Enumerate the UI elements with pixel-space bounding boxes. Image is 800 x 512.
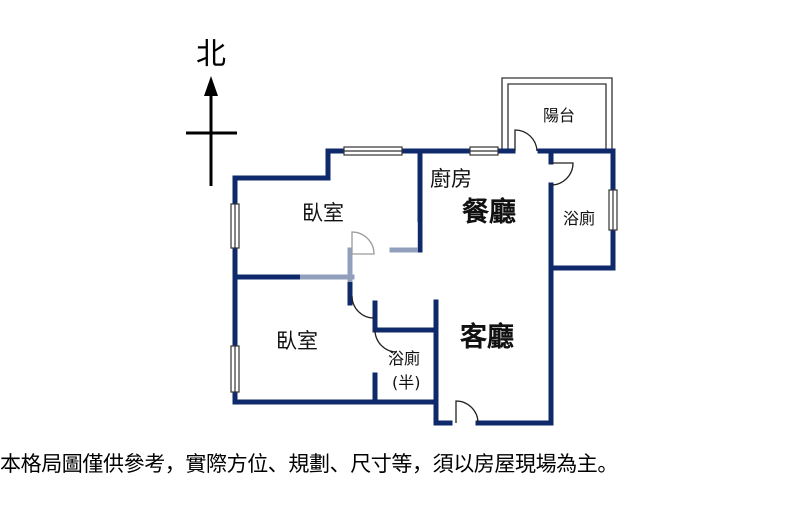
dining-label: 餐廳 — [462, 196, 516, 228]
bathroom-half-label-line1: 浴廁 — [388, 349, 420, 368]
watermark-patch — [300, 222, 418, 282]
living-label: 客廳 — [460, 321, 514, 353]
bedroom-upper-label: 臥室 — [302, 201, 344, 225]
bedroom-lower-label: 臥室 — [276, 329, 318, 353]
north-label: 北 — [196, 37, 226, 72]
disclaimer-text: 本格局圖僅供參考，實際方位、規劃、尺寸等，須以房屋現場為主。 — [0, 452, 618, 476]
windows — [230, 146, 618, 393]
bathroom-main-label: 浴廁 — [563, 209, 595, 228]
bathroom-half-label-line2: (半) — [392, 373, 421, 392]
balcony-outline — [501, 77, 613, 152]
kitchen-label: 廚房 — [430, 167, 472, 191]
north-arrow: 北 — [186, 37, 237, 186]
walls — [232, 148, 616, 426]
balcony-label: 陽台 — [543, 106, 575, 125]
